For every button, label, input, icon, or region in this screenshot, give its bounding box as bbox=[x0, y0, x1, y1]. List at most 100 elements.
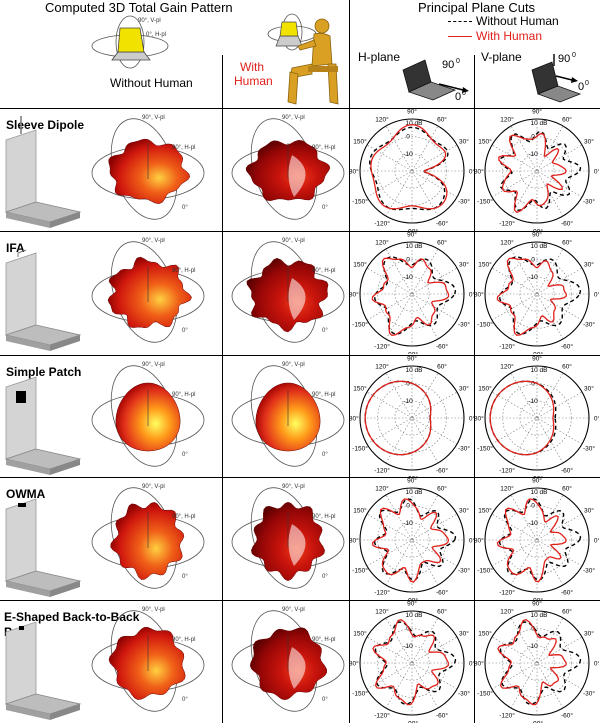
row-label-title: Simple Patch bbox=[6, 365, 82, 379]
polar-scale-label: 10 dB bbox=[531, 120, 548, 127]
polar-scale-label: 10 dB bbox=[406, 243, 423, 250]
hpl-axis-label: 90°, H-pl bbox=[172, 392, 195, 398]
with-human-trace bbox=[372, 618, 450, 706]
polar-grid-ring bbox=[519, 645, 555, 681]
radiation-pattern-body bbox=[250, 627, 327, 701]
svg-text:90: 90 bbox=[442, 59, 454, 71]
row-label-title: Sleeve Dipole bbox=[6, 118, 85, 132]
polar-angle-label: 30° bbox=[584, 385, 594, 393]
v-plane-polar-plot: 90°60°30°0°-30°-60°-90°-120°-150°180°150… bbox=[475, 232, 599, 354]
laptop-screen bbox=[5, 376, 37, 460]
polar-angle-label: 0° bbox=[594, 537, 599, 545]
polar-angle-label: -150° bbox=[477, 445, 493, 453]
right-header-title: Principal Plane Cuts bbox=[418, 0, 536, 15]
polar-angle-label: 180° bbox=[475, 168, 484, 176]
zero-axis-label: 0° bbox=[182, 697, 188, 703]
polar-angle-label: -30° bbox=[583, 445, 595, 453]
with-human-trace bbox=[496, 498, 567, 583]
polar-angle-label: 120° bbox=[500, 239, 514, 247]
polar-ring-label: -10 bbox=[528, 398, 538, 405]
polar-angle-label: 180° bbox=[350, 291, 359, 299]
polar-angle-label: -60° bbox=[436, 466, 448, 474]
polar-angle-label: 0° bbox=[469, 415, 474, 423]
polar-ring-label: -10 bbox=[403, 151, 413, 158]
polar-angle-label: 90° bbox=[407, 356, 417, 363]
antenna-element bbox=[17, 249, 27, 257]
antenna-element bbox=[19, 626, 24, 630]
polar-angle-label: 90° bbox=[407, 109, 417, 116]
legend-without-label: Without Human bbox=[476, 14, 559, 28]
svg-text:90°, V-pl: 90°, V-pl bbox=[138, 18, 161, 24]
polar-angle-label: -150° bbox=[477, 567, 493, 575]
vpl-axis-label: 90°, V-pl bbox=[282, 362, 305, 368]
polar-angle-label: -90° bbox=[531, 720, 543, 723]
polar-angle-label: 120° bbox=[500, 608, 514, 616]
vpl-axis-label: 90°, V-pl bbox=[142, 484, 165, 490]
polar-angle-label: 0° bbox=[469, 291, 474, 299]
without-human-trace bbox=[374, 621, 457, 706]
zero-axis-label: 0° bbox=[322, 697, 328, 703]
polar-angle-label: 30° bbox=[584, 261, 594, 269]
polar-angle-label: -90° bbox=[531, 228, 543, 232]
polar-grid-ring bbox=[519, 522, 555, 558]
polar-angle-label: 60° bbox=[437, 608, 447, 616]
with-human-trace bbox=[496, 257, 567, 336]
polar-angle-label: -60° bbox=[436, 588, 448, 596]
polar-angle-label: -90° bbox=[406, 720, 418, 723]
polar-angle-label: 0° bbox=[469, 660, 474, 668]
h-plane-polar-plot: 90°60°30°0°-30°-60°-90°-120°-150°180°150… bbox=[350, 356, 474, 478]
polar-angle-label: -90° bbox=[531, 475, 543, 479]
row-label-title: OWMA bbox=[6, 487, 46, 501]
polar-angle-label: -120° bbox=[499, 466, 515, 474]
column-divider-3 bbox=[474, 55, 475, 723]
polar-grid-ring bbox=[519, 276, 555, 312]
polar-angle-label: 0° bbox=[469, 537, 474, 545]
radiation-pattern-body bbox=[108, 138, 191, 204]
polar-angle-label: -90° bbox=[531, 351, 543, 355]
without-human-trace bbox=[489, 380, 557, 456]
h-plane-polar-plot: 90°60°30°0°-30°-60°-90°-120°-150°180°150… bbox=[350, 478, 474, 600]
polar-scale-label: 10 dB bbox=[531, 243, 548, 250]
legend-with-line bbox=[448, 36, 472, 37]
polar-angle-label: 60° bbox=[562, 239, 572, 247]
polar-ring-label: -10 bbox=[403, 398, 413, 405]
polar-angle-label: 180° bbox=[350, 537, 359, 545]
polar-angle-label: 150° bbox=[478, 385, 492, 393]
zero-axis-label: 0° bbox=[182, 574, 188, 580]
polar-ring-label: 0 bbox=[406, 626, 410, 633]
laptop-base-front bbox=[6, 212, 50, 228]
polar-angle-label: 60° bbox=[437, 485, 447, 493]
polar-angle-label: 30° bbox=[459, 385, 469, 393]
svg-text:0: 0 bbox=[585, 80, 589, 87]
with-human-trace bbox=[371, 498, 450, 583]
polar-angle-label: -150° bbox=[352, 690, 368, 698]
polar-scale-label: 10 dB bbox=[406, 120, 423, 127]
svg-text:90: 90 bbox=[558, 53, 570, 65]
polar-scale-label: 10 dB bbox=[531, 489, 548, 496]
polar-scale-label: 10 dB bbox=[531, 367, 548, 374]
polar-angle-label: -150° bbox=[352, 445, 368, 453]
without-human-trace bbox=[373, 498, 457, 581]
polar-angle-label: 60° bbox=[562, 608, 572, 616]
polar-angle-label: -120° bbox=[374, 711, 390, 719]
polar-ring-label: 0 bbox=[406, 381, 410, 388]
polar-ring-label: 0 bbox=[406, 503, 410, 510]
polar-angle-label: 120° bbox=[375, 116, 389, 124]
polar-angle-label: 90° bbox=[407, 478, 417, 485]
polar-angle-label: 60° bbox=[562, 116, 572, 124]
hpl-axis-label: 90°, H-pl bbox=[312, 145, 335, 151]
polar-angle-label: -120° bbox=[374, 466, 390, 474]
polar-ring-label: -10 bbox=[528, 643, 538, 650]
without-human-trace bbox=[499, 621, 582, 706]
polar-angle-label: -150° bbox=[352, 567, 368, 575]
polar-ring-label: 0 bbox=[531, 257, 535, 264]
polar-angle-label: 30° bbox=[459, 507, 469, 515]
